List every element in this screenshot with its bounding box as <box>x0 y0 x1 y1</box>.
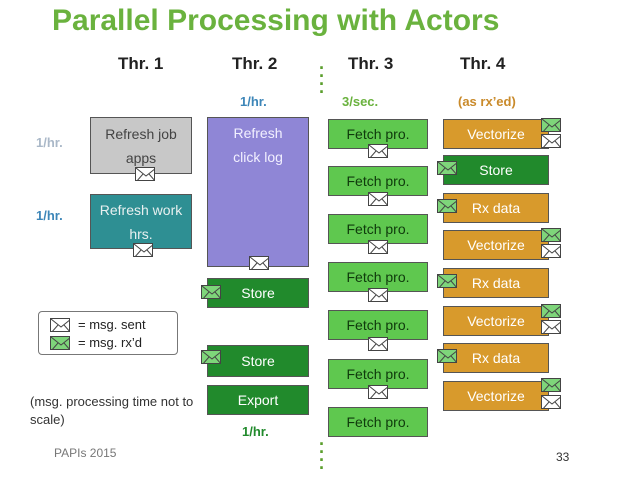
rx-data-box-3: Rx data <box>443 343 549 373</box>
rx-data-box-1: Rx data <box>443 193 549 223</box>
thread-3-header: Thr. 3 <box>348 54 394 73</box>
refresh-click-log-box: Refresh click log <box>207 117 309 267</box>
legend-sent-label: = msg. sent <box>78 317 146 332</box>
thread4-label: Store <box>479 162 513 178</box>
envelope-received-icon <box>201 285 221 299</box>
store-label-1: Store <box>241 285 275 301</box>
vectorize-box-4: Vectorize <box>443 381 549 411</box>
thread4-label: Vectorize <box>467 313 525 329</box>
fetch-box-7: Fetch pro. <box>328 407 428 437</box>
legend-received-envelope-icon <box>50 336 70 350</box>
envelope-sent-icon <box>368 288 388 302</box>
store-box-3: Store <box>443 155 549 185</box>
fetch-label: Fetch pro. <box>346 317 410 333</box>
page-number: 33 <box>556 450 570 464</box>
envelope-sent-icon <box>368 337 388 351</box>
thread4-label: Vectorize <box>467 237 525 253</box>
store-label-2: Store <box>241 353 275 369</box>
envelope-sent-icon <box>541 395 561 409</box>
envelope-sent-icon <box>541 244 561 258</box>
envelope-received-icon <box>541 118 561 132</box>
fetch-box-6: Fetch pro. <box>328 359 428 389</box>
rate-export: 1/hr. <box>242 424 269 439</box>
rate-refresh-job: 1/hr. <box>36 135 63 150</box>
rx-data-box-2: Rx data <box>443 268 549 298</box>
envelope-sent-icon <box>368 385 388 399</box>
envelope-sent-icon <box>368 192 388 206</box>
envelope-sent-icon <box>133 243 153 257</box>
envelope-received-icon <box>541 228 561 242</box>
rate-refresh-work: 1/hr. <box>36 208 63 223</box>
legend <box>38 311 178 355</box>
fetch-label: Fetch pro. <box>346 414 410 430</box>
envelope-received-icon <box>201 350 221 364</box>
rate-thread-3: 3/sec. <box>342 94 379 109</box>
vectorize-box-2: Vectorize <box>443 230 549 260</box>
vectorize-box-1: Vectorize <box>443 119 549 149</box>
store-box-1: Store <box>207 278 309 308</box>
envelope-sent-icon <box>368 144 388 158</box>
thread-1-header: Thr. 1 <box>118 54 164 73</box>
page-title: Parallel Processing with Actors <box>52 4 500 37</box>
envelope-received-icon <box>437 161 457 175</box>
legend-received-label: = msg. rx’d <box>78 335 142 350</box>
thread-4-header: Thr. 4 <box>460 54 506 73</box>
envelope-received-icon <box>541 304 561 318</box>
envelope-sent-icon <box>368 240 388 254</box>
export-label: Export <box>237 392 279 408</box>
export-box: Export <box>207 385 309 415</box>
footer-conference: PAPIs 2015 <box>54 446 117 460</box>
envelope-sent-icon <box>249 256 269 270</box>
envelope-received-icon <box>541 378 561 392</box>
refresh-click-log-label: Refresh click log <box>233 125 283 165</box>
envelope-sent-icon <box>135 167 155 181</box>
thread4-label: Vectorize <box>467 388 525 404</box>
refresh-work-hrs-label: Refresh work hrs. <box>99 201 183 242</box>
thread4-label: Rx data <box>471 275 521 291</box>
fetch-label: Fetch pro. <box>346 126 410 142</box>
store-box-2: Store <box>207 345 309 377</box>
refresh-work-hrs-box: Refresh work hrs. <box>90 194 192 249</box>
thread-2-header: Thr. 2 <box>232 54 278 73</box>
ellipsis-top: ···· <box>319 58 325 102</box>
rate-thread-2: 1/hr. <box>240 94 267 109</box>
refresh-job-apps-box: Refresh job apps <box>90 117 192 174</box>
fetch-box-5: Fetch pro. <box>328 310 428 340</box>
envelope-received-icon <box>437 199 457 213</box>
fetch-box-3: Fetch pro. <box>328 214 428 244</box>
scale-note: (msg. processing time not to scale) <box>30 394 194 427</box>
refresh-job-apps-label: Refresh job apps <box>105 125 177 166</box>
envelope-sent-icon <box>541 320 561 334</box>
ellipsis-bottom: ···· <box>319 434 325 478</box>
fetch-label: Fetch pro. <box>346 221 410 237</box>
envelope-received-icon <box>437 274 457 288</box>
thread4-label: Rx data <box>471 200 521 216</box>
fetch-label: Fetch pro. <box>346 269 410 285</box>
fetch-label: Fetch pro. <box>346 173 410 189</box>
envelope-sent-icon <box>541 134 561 148</box>
envelope-received-icon <box>437 349 457 363</box>
legend-sent-envelope-icon <box>50 318 70 332</box>
rate-thread-4: (as rx’ed) <box>458 94 516 109</box>
thread4-label: Vectorize <box>467 126 525 142</box>
fetch-label: Fetch pro. <box>346 366 410 382</box>
vectorize-box-3: Vectorize <box>443 306 549 336</box>
thread4-label: Rx data <box>471 350 521 366</box>
